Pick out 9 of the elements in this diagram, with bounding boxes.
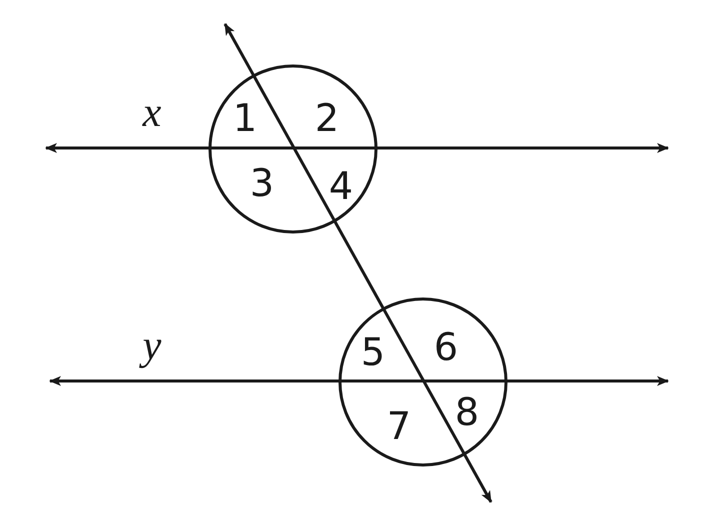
angle-number: 4: [328, 167, 354, 205]
angle-number: 1: [232, 99, 258, 137]
line-label: x: [142, 92, 162, 134]
angle-number: 7: [386, 407, 412, 445]
angle-number: 6: [434, 328, 458, 366]
angle-number: 5: [360, 333, 386, 371]
angle-number: 8: [454, 393, 480, 431]
angle-number: 3: [250, 164, 274, 202]
angle-number: 2: [314, 99, 340, 137]
